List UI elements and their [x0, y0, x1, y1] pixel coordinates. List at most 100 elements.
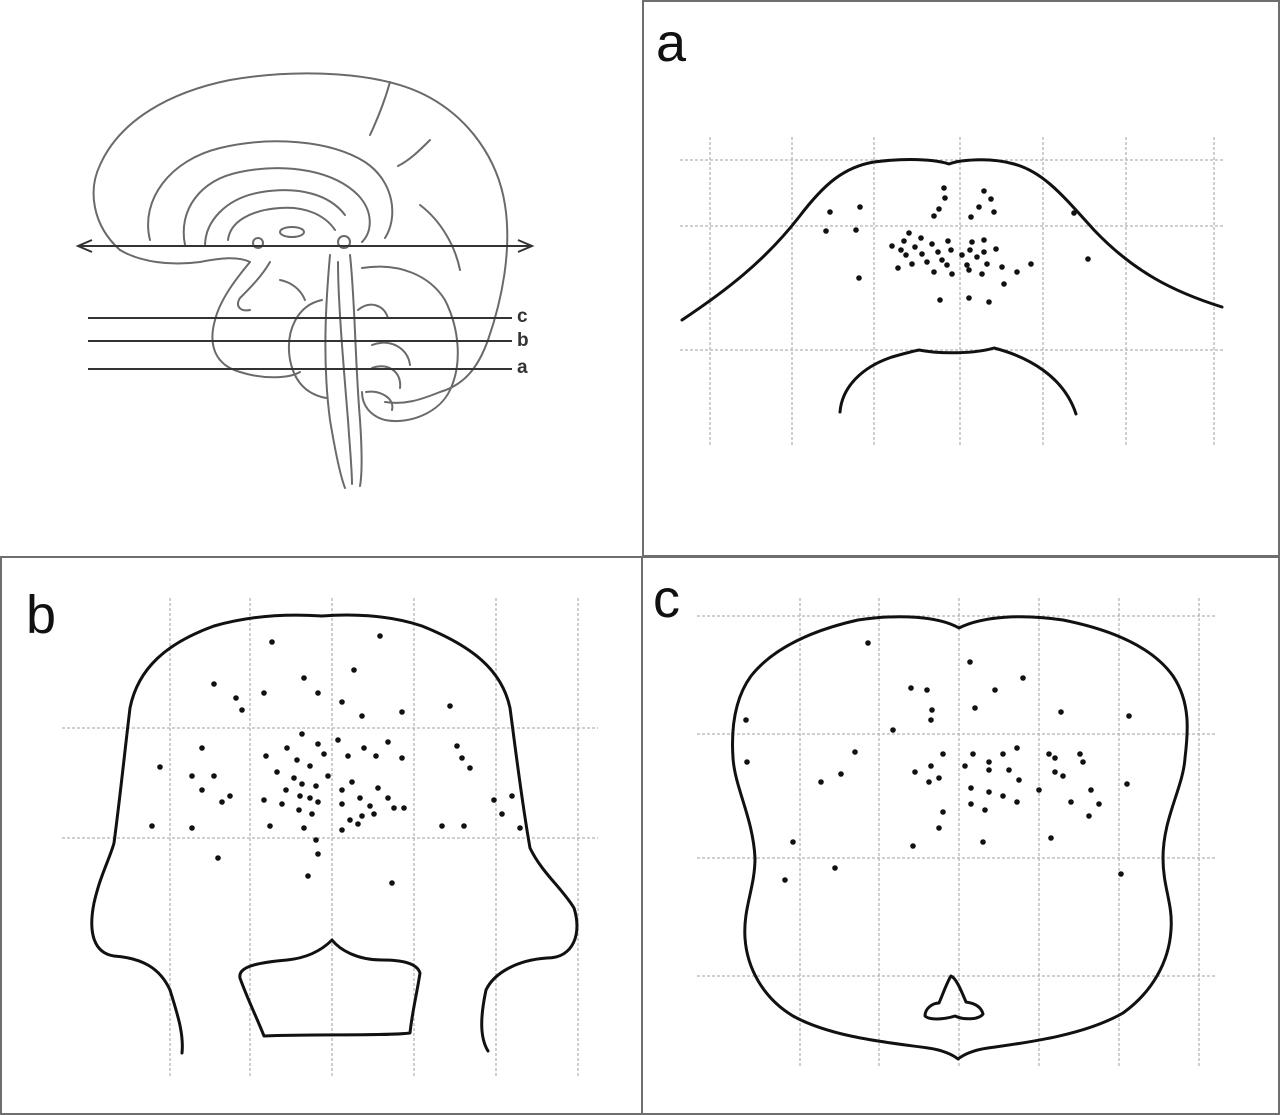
dots-c-dot-53	[790, 839, 796, 845]
dots-c-dot-25	[1016, 777, 1022, 783]
dots-b-dot-42	[307, 795, 313, 801]
dots-a-dot-23	[945, 238, 951, 244]
dots-c-dot-14	[744, 759, 750, 765]
dots-a-dot-33	[959, 252, 965, 258]
panel-a-section	[680, 137, 1224, 447]
dots-a-dot-37	[924, 259, 930, 265]
dots-a-dot-52	[1001, 281, 1007, 287]
dots-b-dot-26	[385, 739, 391, 745]
dots-b-dot-37	[291, 775, 297, 781]
dots-b-dot-0	[269, 639, 275, 645]
dots-c-dot-6	[992, 687, 998, 693]
sagittal-brain-drawing	[75, 72, 535, 489]
dots-b-dot-44	[325, 773, 331, 779]
temporal-lobe	[211, 261, 301, 379]
dots-b-dot-75	[315, 851, 321, 857]
dots-b-dot-65	[313, 837, 319, 843]
dots-c-dot-51	[980, 839, 986, 845]
dots-b-dot-72	[509, 793, 515, 799]
dots-c-dot-26	[1052, 755, 1058, 761]
dots-a-dot-40	[984, 261, 990, 267]
dots-a-dot-26	[903, 252, 909, 258]
cerebellum-folia-3	[365, 390, 394, 411]
dots-b-dot-2	[211, 681, 217, 687]
brainstem-anterior	[324, 254, 346, 489]
dots-b-dot-5	[233, 695, 239, 701]
dots-a-dot-2	[942, 195, 948, 201]
dots-b-dot-7	[315, 690, 321, 696]
panel-b-neuron-dots	[149, 633, 523, 886]
dots-a-dot-35	[939, 257, 945, 263]
thalamus	[279, 226, 305, 238]
dots-a-dot-12	[853, 227, 859, 233]
pituitary-stalk	[237, 261, 271, 312]
dots-c-dot-47	[1124, 781, 1130, 787]
dots-b-dot-36	[274, 769, 280, 775]
cingulate-gyrus-outer	[147, 140, 394, 241]
dots-a-dot-46	[966, 267, 972, 273]
dots-c-dot-46	[1096, 801, 1102, 807]
dots-a-dot-20	[898, 247, 904, 253]
dots-a-dot-15	[856, 275, 862, 281]
dots-b-dot-4	[351, 667, 357, 673]
dots-b-dot-3	[301, 675, 307, 681]
dots-b-dot-55	[339, 801, 345, 807]
dots-b-dot-17	[299, 731, 305, 737]
panel-b-letter: b	[26, 585, 57, 645]
optic-chiasm	[279, 279, 306, 301]
dots-c-dot-27	[1080, 759, 1086, 765]
dots-c-dot-32	[936, 775, 942, 781]
dots-c-dot-35	[986, 789, 992, 795]
dots-a-dot-51	[895, 265, 901, 271]
dots-a-dot-18	[918, 235, 924, 241]
dots-b-dot-43	[315, 799, 321, 805]
dots-b-dot-67	[355, 821, 361, 827]
sagittal-brain-overview: c b a	[0, 0, 642, 556]
dots-b-dot-13	[199, 745, 205, 751]
dots-b-dot-33	[199, 787, 205, 793]
dots-b-dot-49	[375, 785, 381, 791]
dots-a-dot-21	[912, 244, 918, 250]
dots-b-dot-35	[227, 793, 233, 799]
dots-a-dot-19	[889, 243, 895, 249]
dots-a-dot-43	[1028, 261, 1034, 267]
dots-b-dot-38	[299, 781, 305, 787]
dots-b-dot-24	[361, 745, 367, 751]
dots-b-dot-60	[279, 801, 285, 807]
dots-b-dot-74	[215, 855, 221, 861]
dots-a-dot-8	[968, 214, 974, 220]
dots-a-dot-11	[823, 228, 829, 234]
panel-c-central-canal	[923, 974, 985, 1021]
dots-b-dot-77	[389, 880, 395, 886]
dots-a-dot-16	[906, 230, 912, 236]
panel-c-neuron-dots	[743, 640, 1132, 883]
dots-a-dot-9	[827, 209, 833, 215]
dots-a-dot-29	[948, 247, 954, 253]
dots-c-dot-15	[940, 751, 946, 757]
dots-a-dot-4	[936, 206, 942, 212]
dots-a-dot-47	[979, 271, 985, 277]
dots-b-dot-68	[439, 823, 445, 829]
dots-b-dot-19	[294, 757, 300, 763]
dots-b-dot-21	[321, 751, 327, 757]
dots-a-dot-17	[901, 238, 907, 244]
dots-a-dot-38	[944, 262, 950, 268]
dots-b-dot-52	[401, 805, 407, 811]
dots-b-dot-63	[267, 823, 273, 829]
dots-c-dot-41	[1052, 769, 1058, 775]
panel-a-dorsal-outline	[680, 158, 1224, 322]
section-label-c: c	[517, 306, 528, 327]
dots-b-dot-16	[315, 741, 321, 747]
dots-c-dot-12	[890, 727, 896, 733]
dots-c-dot-22	[962, 763, 968, 769]
dots-c-dot-7	[972, 705, 978, 711]
dots-c-dot-39	[1014, 799, 1020, 805]
dots-c-dot-4	[924, 687, 930, 693]
dots-a-dot-48	[937, 297, 943, 303]
dots-b-dot-8	[239, 707, 245, 713]
dots-a-dot-44	[931, 269, 937, 275]
panel-b-outer-outline	[90, 613, 579, 1053]
dots-c-dot-45	[1086, 813, 1092, 819]
dots-c-dot-8	[928, 717, 934, 723]
section-label-b: b	[517, 330, 529, 351]
